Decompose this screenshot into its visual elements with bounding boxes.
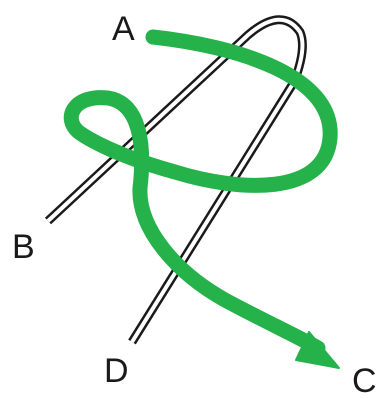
label-d: D (104, 352, 129, 390)
label-a: A (112, 10, 135, 48)
green-loop-curve (71, 37, 339, 368)
label-b: B (12, 228, 35, 266)
label-c: C (352, 362, 377, 399)
